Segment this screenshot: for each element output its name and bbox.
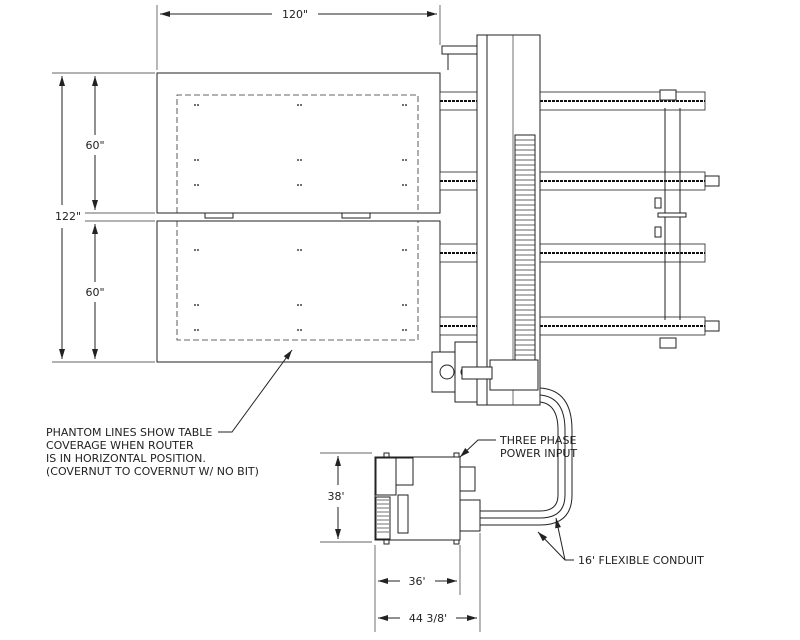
note-line: 16' FLEXIBLE CONDUIT (578, 554, 704, 567)
dimension-cabinet-depth: 38' (320, 452, 372, 543)
dimension-cabinet-width: 36' 44 3/8' (374, 533, 481, 632)
dimension-label-122: 122" (55, 210, 81, 223)
table-lower (156, 220, 441, 363)
note-line: (COVERNUT TO COVERNUT W/ NO BIT) (46, 465, 259, 478)
dimension-label-120: 120" (282, 8, 308, 21)
note-line: IS IN HORIZONTAL POSITION. (46, 452, 206, 465)
frame-bracket (659, 337, 677, 349)
dimension-label-60-upper: 60" (85, 139, 104, 152)
note-phantom-lines: PHANTOM LINES SHOW TABLE COVERAGE WHEN R… (46, 349, 293, 478)
gantry-beam (441, 34, 541, 406)
note-power-input: THREE PHASE POWER INPUT (459, 434, 577, 460)
flexible-conduit (480, 387, 573, 526)
router-head (431, 341, 493, 403)
note-line: POWER INPUT (500, 447, 577, 460)
control-cabinet (374, 452, 481, 545)
table-hold-down-points (194, 104, 407, 331)
note-conduit: 16' FLEXIBLE CONDUIT (537, 517, 704, 567)
dimension-label-44-3-8: 44 3/8' (409, 612, 447, 625)
note-line: COVERAGE WHEN ROUTER (46, 439, 194, 452)
frame-bracket (659, 89, 677, 101)
dimension-table-length: 122" 60" 60" (52, 72, 155, 363)
note-line: THREE PHASE (499, 434, 576, 447)
dimension-label-38: 38' (327, 490, 344, 503)
dimension-label-60-lower: 60" (85, 286, 104, 299)
table-upper (156, 72, 441, 219)
note-line: PHANTOM LINES SHOW TABLE (46, 426, 212, 439)
dimension-label-36: 36' (408, 575, 425, 588)
dimension-table-width: 120" (156, 5, 441, 70)
